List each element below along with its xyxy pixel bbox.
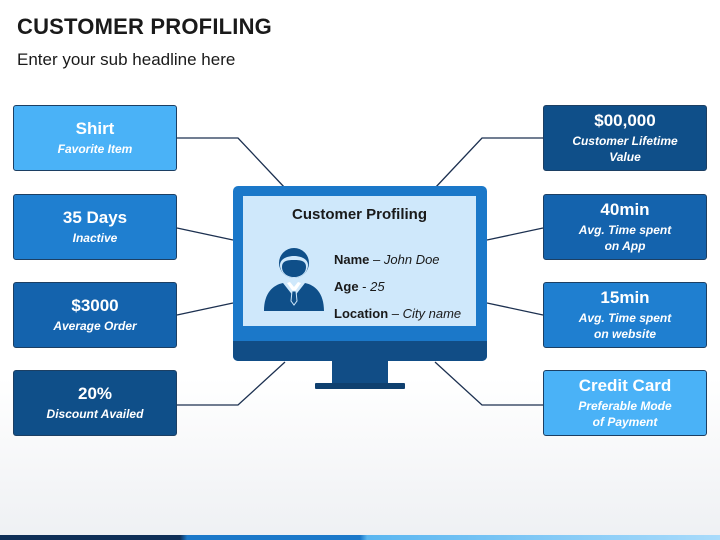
monitor-stand-neck [332, 361, 388, 385]
field-key: Location [334, 306, 389, 321]
card-value: $3000 [71, 296, 119, 315]
connector-right-2 [486, 227, 544, 241]
connector-left-1 [177, 137, 286, 189]
card-label: Avg. Time spent on website [578, 311, 672, 341]
card-value: 35 Days [62, 208, 128, 227]
field-separator: - [358, 279, 371, 294]
card-favorite-item: Shirt Favorite Item [13, 105, 177, 171]
card-time-on-app: 40min Avg. Time spent on App [543, 194, 707, 260]
card-value: Credit Card [578, 376, 672, 395]
card-value: Shirt [75, 119, 115, 138]
footer-color-bar [0, 535, 720, 540]
card-value: $00,000 [594, 111, 656, 130]
card-discount-availed: 20% Discount Availed [13, 370, 177, 436]
card-label: Customer Lifetime Value [572, 134, 678, 164]
profile-field-name: Name – John Doe [334, 252, 440, 267]
card-value: 15min [600, 288, 650, 307]
field-value: City name [402, 306, 462, 321]
field-key: Name [334, 252, 370, 267]
card-label: Discount Availed [46, 407, 144, 421]
card-label: Avg. Time spent on App [578, 223, 672, 253]
profile-field-location: Location – City name [334, 306, 461, 321]
field-key: Age [334, 279, 359, 294]
page-title: CUSTOMER PROFILING [17, 14, 272, 39]
card-label: Preferable Mode of Payment [578, 399, 672, 429]
field-separator: – [369, 252, 384, 267]
monitor-bezel [233, 341, 487, 361]
connector-left-4 [177, 361, 286, 406]
card-value: 20% [77, 384, 113, 403]
card-average-order: $3000 Average Order [13, 282, 177, 348]
user-avatar-icon [264, 248, 324, 311]
card-customer-lifetime-value: $00,000 Customer Lifetime Value [543, 105, 707, 171]
monitor-screen: Customer Profiling Name – John Doe Age -… [243, 196, 476, 326]
card-label: Average Order [53, 319, 137, 333]
card-time-on-website: 15min Avg. Time spent on website [543, 282, 707, 348]
card-payment-mode: Credit Card Preferable Mode of Payment [543, 370, 707, 436]
profile-field-age: Age - 25 [334, 279, 385, 294]
connector-left-3 [176, 302, 234, 316]
connector-right-4 [434, 361, 543, 406]
field-separator: – [388, 306, 403, 321]
profile-title: Customer Profiling [291, 206, 427, 223]
card-inactive: 35 Days Inactive [13, 194, 177, 260]
field-value: 25 [370, 279, 385, 294]
page-subtitle: Enter your sub headline here [17, 50, 236, 69]
card-label: Favorite Item [57, 142, 133, 156]
connector-left-2 [176, 227, 234, 241]
card-value: 40min [600, 200, 650, 219]
connector-right-3 [486, 302, 544, 316]
monitor-display: Customer Profiling Name – John Doe Age -… [233, 186, 487, 361]
monitor-stand-base [315, 383, 405, 389]
card-label: Inactive [72, 231, 118, 245]
field-value: John Doe [383, 252, 440, 267]
connector-right-1 [434, 137, 543, 189]
